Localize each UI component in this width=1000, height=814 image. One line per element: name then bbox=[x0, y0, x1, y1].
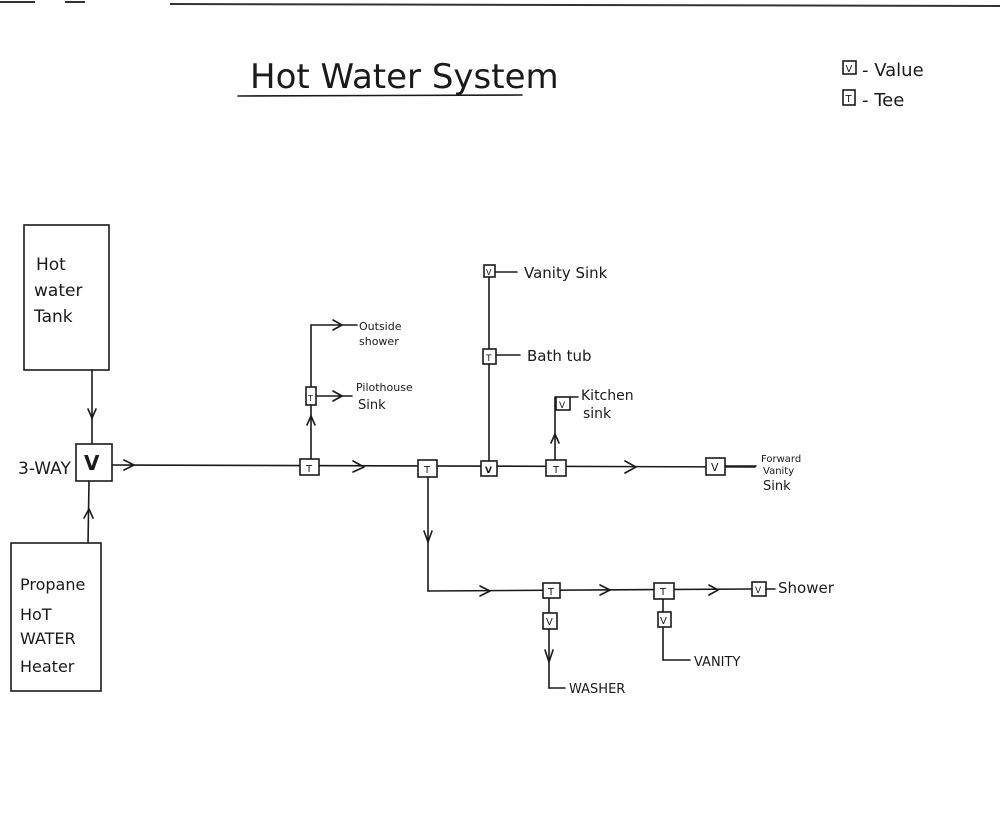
valve-fitting bbox=[483, 264, 496, 278]
arrow-right-icon bbox=[479, 585, 491, 597]
pipe-lower-main bbox=[427, 588, 754, 592]
three-way-valve: V 3-WAY bbox=[18, 443, 113, 482]
arrow-right-icon bbox=[332, 319, 343, 331]
arrow-up-icon bbox=[83, 508, 94, 519]
tee-fitting bbox=[417, 459, 438, 478]
tank-label-line2: water bbox=[34, 281, 82, 301]
valve-fitting bbox=[555, 396, 571, 411]
tee-fitting bbox=[545, 459, 567, 477]
tank-label-line3: Tank bbox=[33, 307, 73, 327]
fixture-kitchen-sink-line1: Kitchen bbox=[581, 388, 634, 404]
tee-fitting bbox=[305, 386, 317, 406]
fixture-forward-vanity-line3: Sink bbox=[763, 479, 791, 494]
three-way-label: 3-WAY bbox=[18, 459, 71, 479]
fixture-shower: Shower bbox=[778, 579, 835, 597]
valve-label: V bbox=[546, 617, 553, 628]
tee-label: T bbox=[552, 465, 560, 476]
legend-tee-label: - Tee bbox=[862, 90, 904, 111]
fixture-vanity: VANITY bbox=[694, 655, 740, 670]
fixture-pilothouse-sink-line1: Pilothouse bbox=[356, 381, 413, 394]
tee-label: T bbox=[423, 465, 431, 476]
valve-label: V bbox=[486, 268, 492, 277]
arrow-down-icon bbox=[87, 408, 97, 419]
legend-tee-symbol bbox=[842, 89, 856, 106]
arrow-right-icon bbox=[599, 584, 611, 596]
arrow-down-icon bbox=[423, 530, 433, 543]
legend: V - Value T - Tee bbox=[842, 60, 924, 111]
tee-fitting bbox=[542, 582, 561, 599]
legend-valve-symbol bbox=[842, 60, 857, 75]
arrow-right-icon bbox=[708, 584, 719, 596]
tee-label: T bbox=[547, 587, 555, 598]
valve-label: V bbox=[711, 461, 719, 474]
fixture-vanity-sink: Vanity Sink bbox=[524, 264, 608, 282]
fixture-forward-vanity-line2: Vanity bbox=[763, 466, 794, 477]
valve-label: V bbox=[660, 616, 667, 627]
heater-label-line4: Heater bbox=[20, 657, 75, 676]
fixture-bathtub: Bath tub bbox=[527, 347, 592, 365]
tee-label: T bbox=[307, 394, 313, 403]
arrow-right-icon bbox=[624, 460, 637, 474]
hot-water-tank: Hot water Tank bbox=[23, 224, 110, 371]
page-top-edge bbox=[169, 3, 1000, 7]
tank-box bbox=[23, 224, 110, 371]
arrow-right-icon bbox=[332, 390, 343, 402]
valve-label: V bbox=[485, 466, 492, 476]
heater-box bbox=[10, 542, 102, 692]
legend-valve-symbol-text: V bbox=[846, 64, 853, 75]
diagram-title: Hot Water System bbox=[250, 57, 559, 97]
legend-valve-label: - Value bbox=[862, 60, 924, 81]
valve-fitting bbox=[657, 611, 672, 628]
fixture-outside-shower-line2: shower bbox=[359, 335, 399, 348]
arrow-up-icon bbox=[550, 433, 560, 444]
valve-label: V bbox=[755, 586, 762, 596]
valve-fitting bbox=[542, 612, 558, 630]
arrow-right-icon bbox=[352, 460, 365, 473]
pipe-heater-to-valve bbox=[87, 480, 90, 546]
three-way-valve-box bbox=[75, 443, 113, 482]
legend-tee-symbol-text: T bbox=[845, 94, 853, 105]
tee-valve-fitting bbox=[480, 460, 498, 477]
title-underline bbox=[237, 94, 523, 97]
tee-fitting bbox=[653, 582, 675, 600]
arrow-right-icon bbox=[123, 459, 135, 471]
arrow-down-icon bbox=[544, 649, 554, 663]
tee-fitting bbox=[482, 348, 497, 365]
tee-label: T bbox=[485, 354, 492, 364]
three-way-valve-symbol: V bbox=[84, 451, 100, 475]
heater-label-line2: HoT bbox=[20, 605, 52, 624]
tank-label-line1: Hot bbox=[36, 255, 66, 275]
tee-fitting bbox=[299, 458, 320, 476]
heater-label-line3: WATER bbox=[20, 629, 76, 648]
fixture-washer: WASHER bbox=[569, 682, 625, 697]
tee-label: T bbox=[305, 464, 313, 475]
fixture-pilothouse-sink-line2: Sink bbox=[358, 398, 386, 413]
valve-label: V bbox=[559, 401, 566, 411]
propane-water-heater: Propane HoT WATER Heater bbox=[10, 542, 102, 692]
heater-label-line1: Propane bbox=[20, 575, 85, 594]
fixture-forward-vanity-line1: Forward bbox=[761, 454, 801, 465]
fixture-kitchen-sink-line2: sink bbox=[583, 406, 612, 422]
fixture-outside-shower-line1: Outside bbox=[359, 320, 402, 333]
arrow-up-icon bbox=[306, 415, 316, 426]
tee-label: T bbox=[659, 587, 667, 598]
